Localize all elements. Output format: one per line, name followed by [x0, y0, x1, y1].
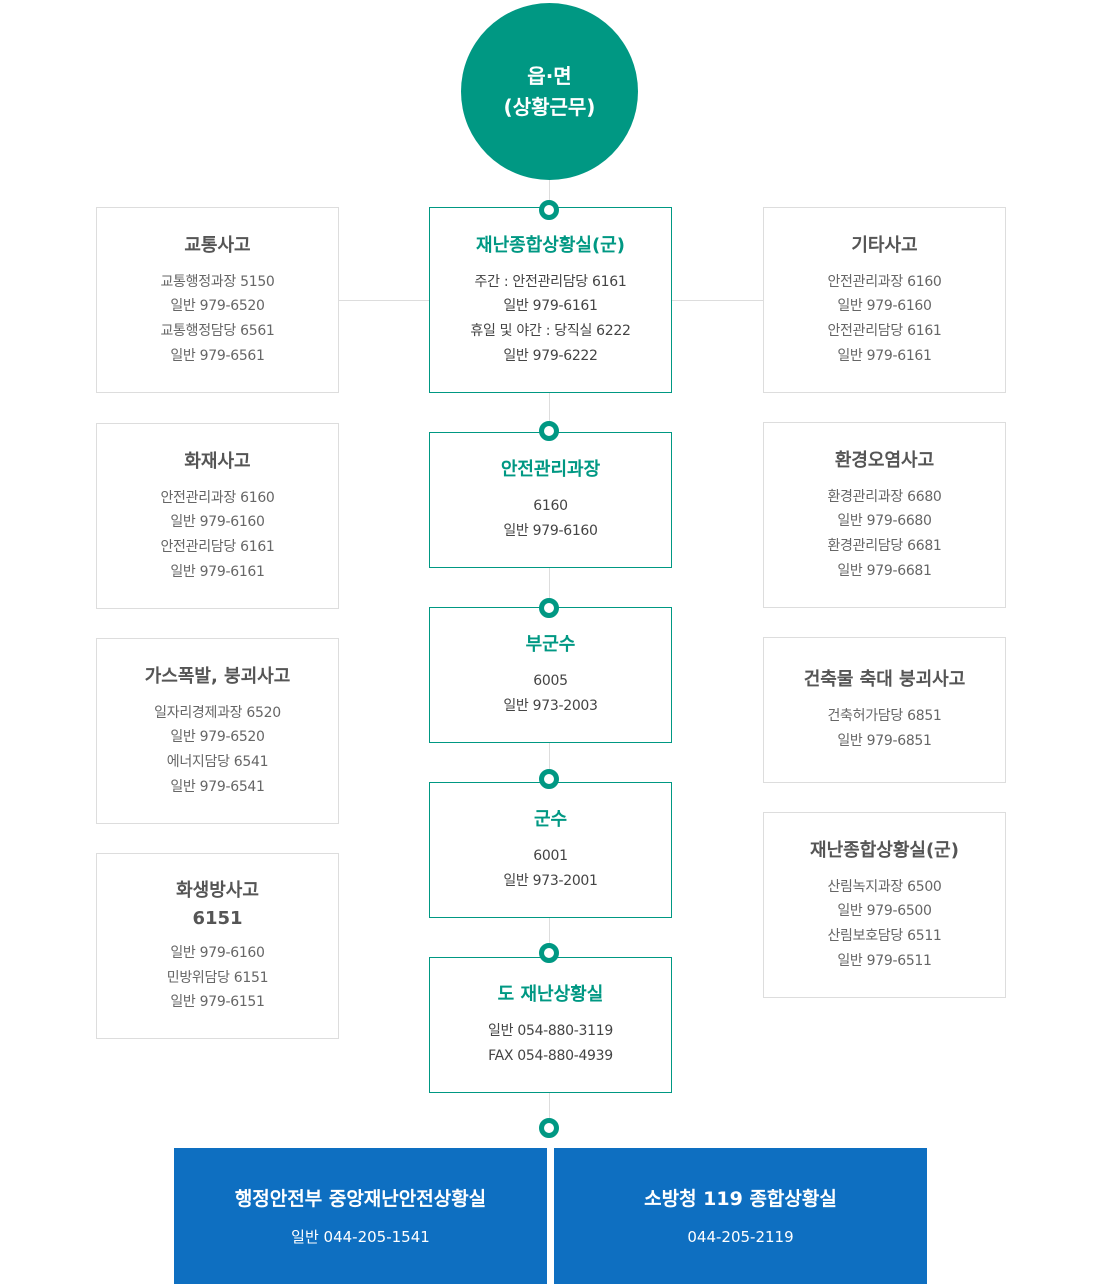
side-box-line: 일반 979-6520	[170, 298, 265, 315]
center-box-title: 안전관리과장	[500, 459, 601, 481]
side-box-line: 일반 979-6680	[837, 513, 932, 530]
side-box-title: 기타사고	[851, 234, 918, 256]
side-box-line: 일반 979-6500	[837, 903, 932, 920]
center-box-line: 일반 973-2001	[503, 873, 598, 889]
side-box-line: 안전관리담당 6161	[160, 539, 275, 555]
side-box-line: 일반 979-6541	[170, 778, 265, 795]
right-box-building-collapse: 건축물 축대 붕괴사고 건축허가담당 6851 일반 979-6851	[763, 637, 1006, 783]
left-box-fire-accident: 화재사고 안전관리과장 6160 일반 979-6160 안전관리담당 6161…	[96, 423, 339, 609]
center-box-safety-manager: 안전관리과장 6160 일반 979-6160	[429, 432, 672, 568]
side-box-line: 안전관리담당 6161	[827, 323, 942, 339]
connector-dot	[539, 1118, 559, 1138]
side-box-line: 안전관리과장 6160	[827, 273, 942, 290]
side-box-title: 가스폭발, 붕괴사고	[144, 665, 291, 687]
center-box-line: 일반 973-2003	[503, 698, 598, 714]
center-box-line: 6005	[533, 673, 568, 690]
side-box-line: 일반 979-6161	[170, 563, 265, 580]
side-box-line: 교통행정과장 5150	[160, 273, 275, 290]
side-box-title-line2: 6151	[192, 908, 243, 930]
bottom-box-line: 044-205-2119	[687, 1228, 794, 1246]
side-box-title: 환경오염사고	[834, 449, 935, 471]
side-box-line: 일반 979-6851	[837, 733, 932, 749]
side-box-title: 재난종합상황실(군)	[810, 839, 959, 861]
connector-dot	[539, 943, 559, 963]
center-box-line: 일반 979-6160	[503, 523, 598, 539]
side-box-line: 일반 979-6160	[170, 945, 265, 962]
center-box-situation-room: 재난종합상황실(군) 주간 : 안전관리담당 6161 일반 979-6161 …	[429, 207, 672, 393]
side-box-line: 환경관리과장 6680	[827, 488, 942, 505]
center-box-line: 6001	[533, 848, 568, 865]
left-box-gas-collapse: 가스폭발, 붕괴사고 일자리경제과장 6520 일반 979-6520 에너지담…	[96, 638, 339, 824]
center-box-title: 군수	[533, 809, 568, 831]
side-box-line: 일반 979-6160	[837, 298, 932, 315]
side-box-title-line1: 화생방사고	[176, 880, 259, 902]
side-box-line: 일반 979-6520	[170, 729, 265, 746]
left-box-cbr-accident: 화생방사고 6151 일반 979-6160 민방위담당 6151 일반 979…	[96, 853, 339, 1039]
center-box-line: 일반 979-6222	[503, 347, 598, 364]
right-box-pollution-accident: 환경오염사고 환경관리과장 6680 일반 979-6680 환경관리담당 66…	[763, 422, 1006, 608]
right-connector-line	[672, 300, 763, 301]
center-box-provincial-room: 도 재난상황실 일반 054-880-3119 FAX 054-880-4939	[429, 957, 672, 1093]
center-box-line: 6160	[533, 498, 568, 515]
bottom-box-title: 소방청 119 종합상황실	[644, 1188, 837, 1210]
side-box-title: 건축물 축대 붕괴사고	[803, 669, 966, 691]
bottom-box-fire-agency-room: 소방청 119 종합상황실 044-205-2119	[554, 1148, 927, 1284]
bottom-box-mois-situation-room: 행정안전부 중앙재난안전상황실 일반 044-205-1541	[174, 1148, 547, 1284]
center-box-governor: 군수 6001 일반 973-2001	[429, 782, 672, 918]
center-box-title: 도 재난상황실	[497, 984, 604, 1006]
side-box-line: 일반 979-6160	[170, 514, 265, 531]
connector-dot	[539, 421, 559, 441]
left-connector-line	[339, 300, 429, 301]
top-node-line1: 읍·면	[527, 63, 572, 88]
connector-dot	[539, 200, 559, 220]
right-box-forest-situation-room: 재난종합상황실(군) 산림녹지과장 6500 일반 979-6500 산림보호담…	[763, 812, 1006, 998]
center-box-line: 일반 054-880-3119	[488, 1023, 613, 1040]
side-box-line: 일자리경제과장 6520	[154, 704, 281, 721]
center-box-line: FAX 054-880-4939	[488, 1048, 613, 1064]
bottom-box-line: 일반 044-205-1541	[291, 1228, 430, 1246]
side-box-title: 교통사고	[184, 234, 251, 256]
side-box-title: 화생방사고 6151	[176, 877, 259, 933]
side-box-line: 건축허가담당 6851	[827, 708, 942, 725]
center-box-title: 부군수	[525, 634, 576, 656]
left-box-traffic-accident: 교통사고 교통행정과장 5150 일반 979-6520 교통행정담당 6561…	[96, 207, 339, 393]
side-box-line: 일반 979-6681	[837, 562, 932, 579]
side-box-title: 화재사고	[184, 450, 251, 472]
top-node-circle: 읍·면 (상황근무)	[461, 3, 638, 180]
bottom-box-title: 행정안전부 중앙재난안전상황실	[234, 1188, 487, 1210]
center-box-title: 재난종합상황실(군)	[476, 234, 625, 256]
side-box-line: 일반 979-6161	[837, 347, 932, 364]
center-box-vice-governor: 부군수 6005 일반 973-2003	[429, 607, 672, 743]
center-box-line: 휴일 및 야간 : 당직실 6222	[470, 323, 631, 339]
side-box-line: 교통행정담당 6561	[160, 323, 275, 339]
side-box-line: 일반 979-6561	[170, 347, 265, 364]
side-box-line: 일반 979-6511	[837, 952, 932, 969]
side-box-line: 에너지담당 6541	[166, 754, 269, 770]
side-box-line: 민방위담당 6151	[166, 969, 269, 986]
side-box-line: 일반 979-6151	[170, 994, 265, 1011]
right-box-other-accident: 기타사고 안전관리과장 6160 일반 979-6160 안전관리담당 6161…	[763, 207, 1006, 393]
center-box-line: 일반 979-6161	[503, 298, 598, 315]
connector-dot	[539, 598, 559, 618]
center-box-line: 주간 : 안전관리담당 6161	[474, 273, 627, 290]
side-box-line: 환경관리담당 6681	[827, 538, 942, 554]
side-box-line: 산림보호담당 6511	[827, 928, 942, 944]
side-box-line: 산림녹지과장 6500	[827, 878, 942, 895]
top-node-line2: (상황근무)	[503, 94, 596, 119]
connector-dot	[539, 769, 559, 789]
side-box-line: 안전관리과장 6160	[160, 489, 275, 506]
